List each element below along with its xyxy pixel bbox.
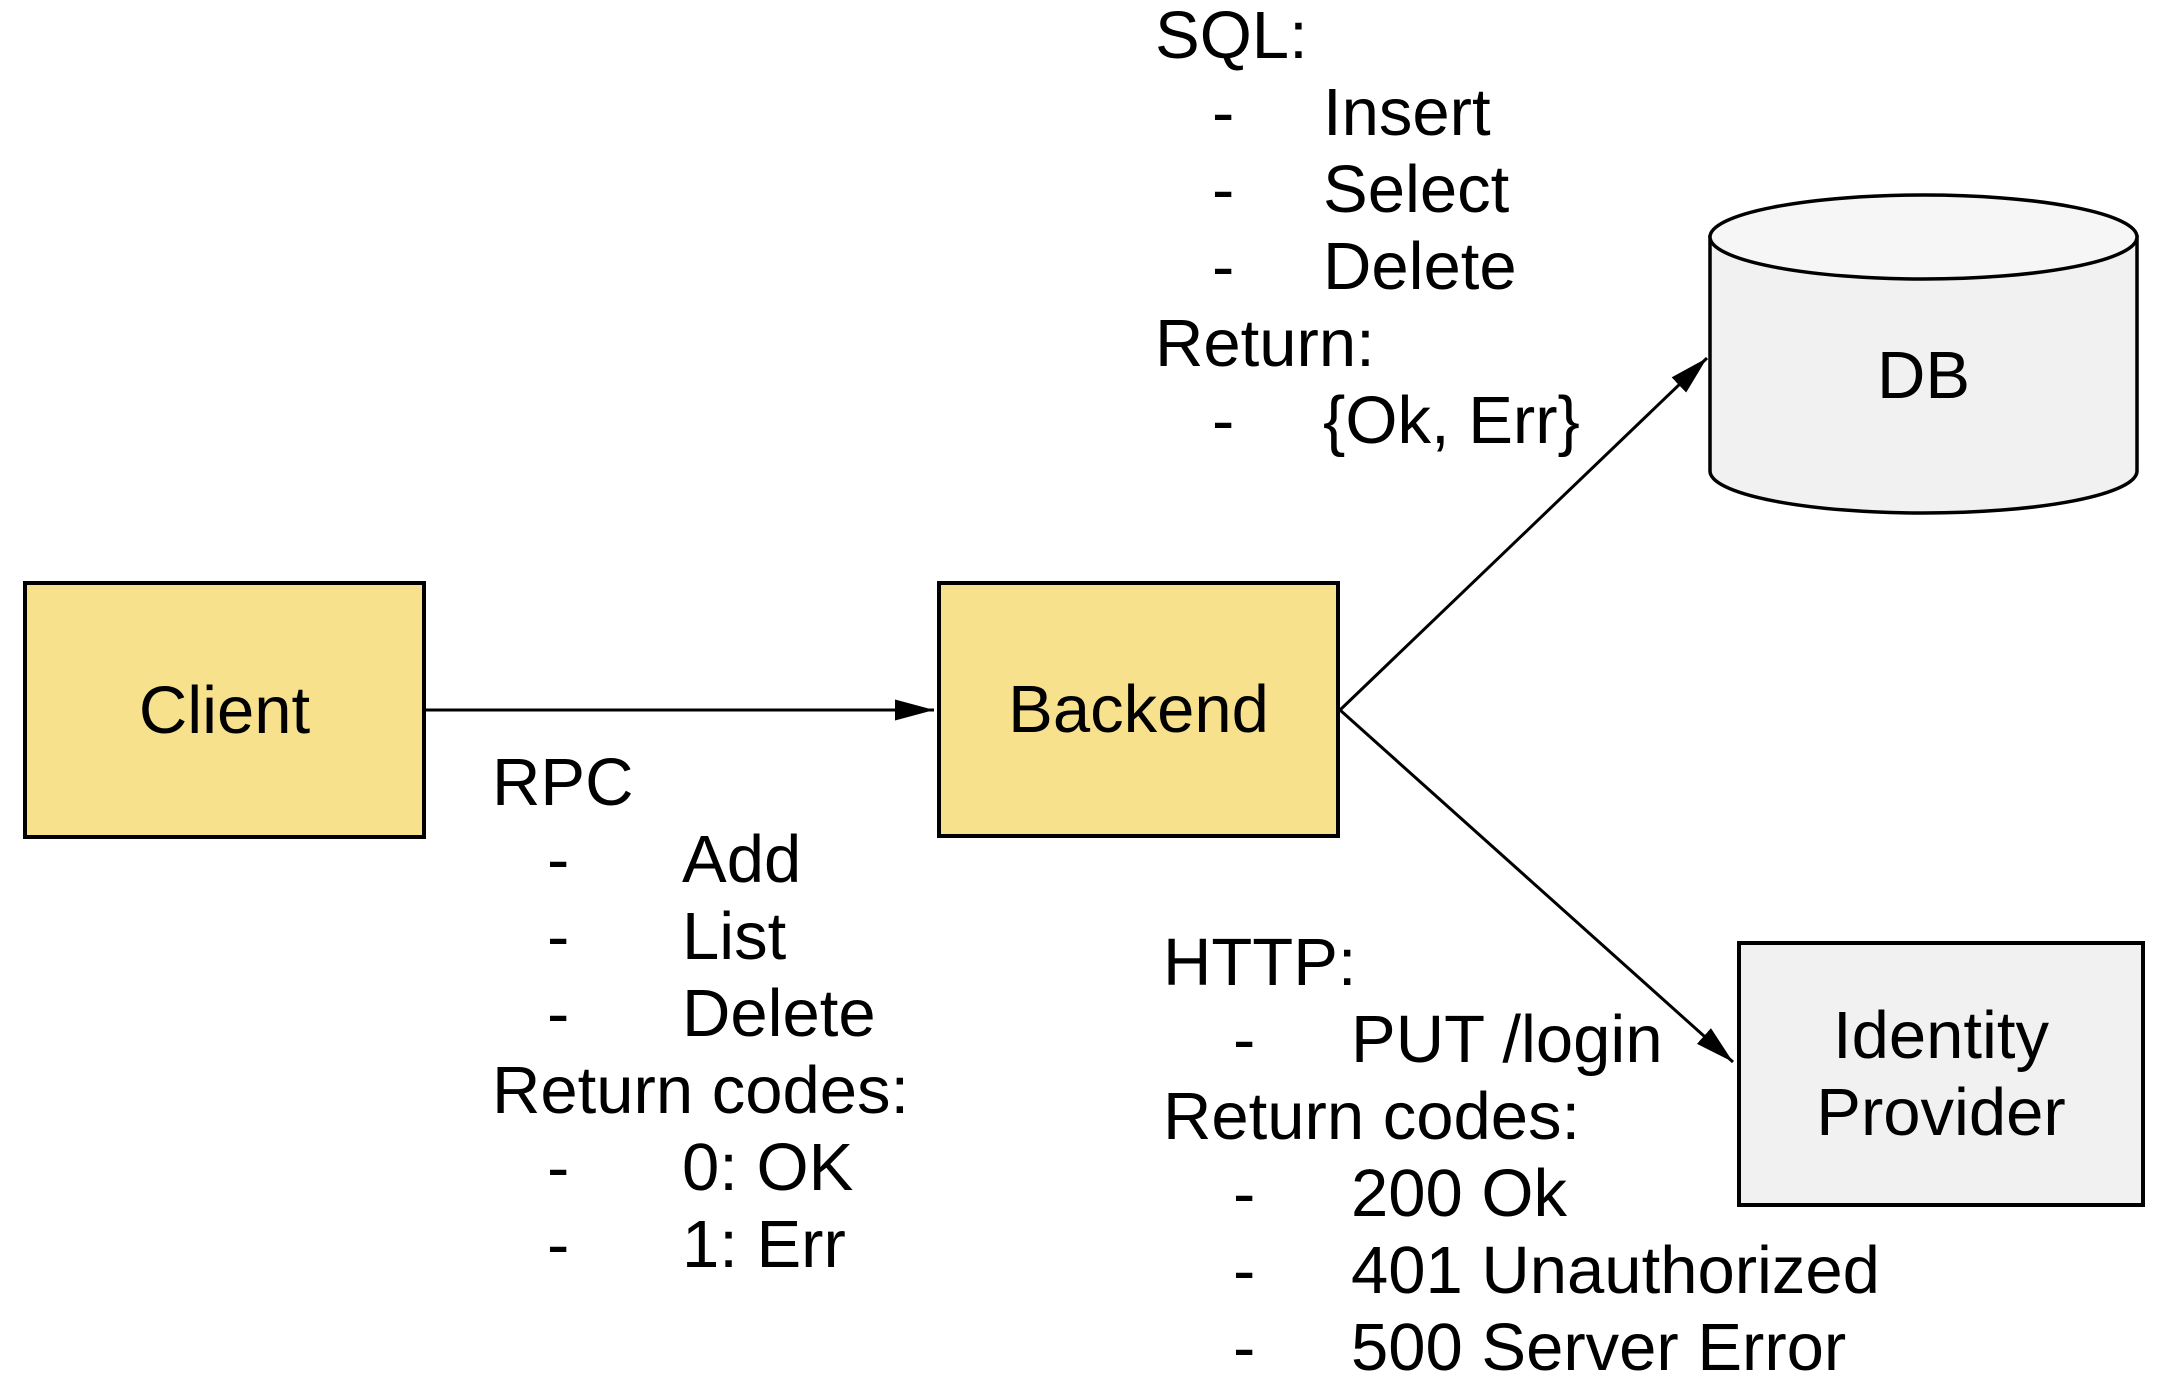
node-identity-provider: Identity Provider (1737, 941, 2145, 1207)
bullet-text: 0: OK (682, 1130, 854, 1205)
bullet-text: Add (682, 822, 802, 897)
bullet-dash: - (1233, 1310, 1256, 1385)
node-client: Client (23, 581, 426, 839)
arrow-backend-db (1338, 356, 1709, 712)
bullet-text: PUT /login (1351, 1002, 1663, 1077)
bullet-dash: - (547, 899, 570, 974)
node-backend: Backend (937, 581, 1340, 838)
bullet-text: Delete (682, 976, 876, 1051)
bullet-dash: - (547, 1130, 570, 1205)
bullet-dash: - (1233, 1156, 1256, 1231)
bullet-text: List (682, 899, 787, 974)
node-db-label: DB (1876, 338, 1971, 413)
bullet-text: Select (1323, 152, 1510, 227)
node-client-label: Client (138, 672, 311, 748)
arrow-backend-idp (1338, 708, 1735, 1064)
bullet-dash: - (1233, 1233, 1256, 1308)
node-idp-label-line1: Identity (1832, 998, 2050, 1073)
bullet-dash: - (1212, 75, 1235, 150)
bullet-text: 1: Err (682, 1207, 846, 1282)
bullet-dash: - (1233, 1002, 1256, 1077)
bullet-dash: - (547, 822, 570, 897)
annotation-title-text: HTTP: (1163, 925, 1357, 1000)
bullet-text: Delete (1323, 229, 1517, 304)
bullet-text: 500 Server Error (1351, 1310, 1847, 1385)
bullet-dash: - (1212, 383, 1235, 458)
annotation-return-title-text: Return: (1155, 306, 1375, 381)
bullet-text: 401 Unauthorized (1351, 1233, 1880, 1308)
bullet-dash: - (547, 1207, 570, 1282)
annotation-return-title-text: Return codes: (1163, 1079, 1581, 1154)
annotation-title-text: SQL: (1155, 0, 1308, 73)
node-backend-label: Backend (1008, 672, 1269, 747)
db-cylinder-body (1708, 235, 2139, 515)
bullet-text: Insert (1323, 75, 1491, 150)
bullet-dash: - (1212, 152, 1235, 227)
db-cylinder-top (1708, 193, 2139, 281)
bullet-text: 200 Ok (1351, 1156, 1568, 1231)
bullet-text: {Ok, Err} (1323, 383, 1580, 458)
node-idp-label-line2: Provider (1816, 1075, 2066, 1150)
bullet-dash: - (1212, 229, 1235, 304)
annotation-return-title-text: Return codes: (492, 1053, 910, 1128)
bullet-dash: - (547, 976, 570, 1051)
annotation-title-text: RPC (492, 745, 634, 820)
